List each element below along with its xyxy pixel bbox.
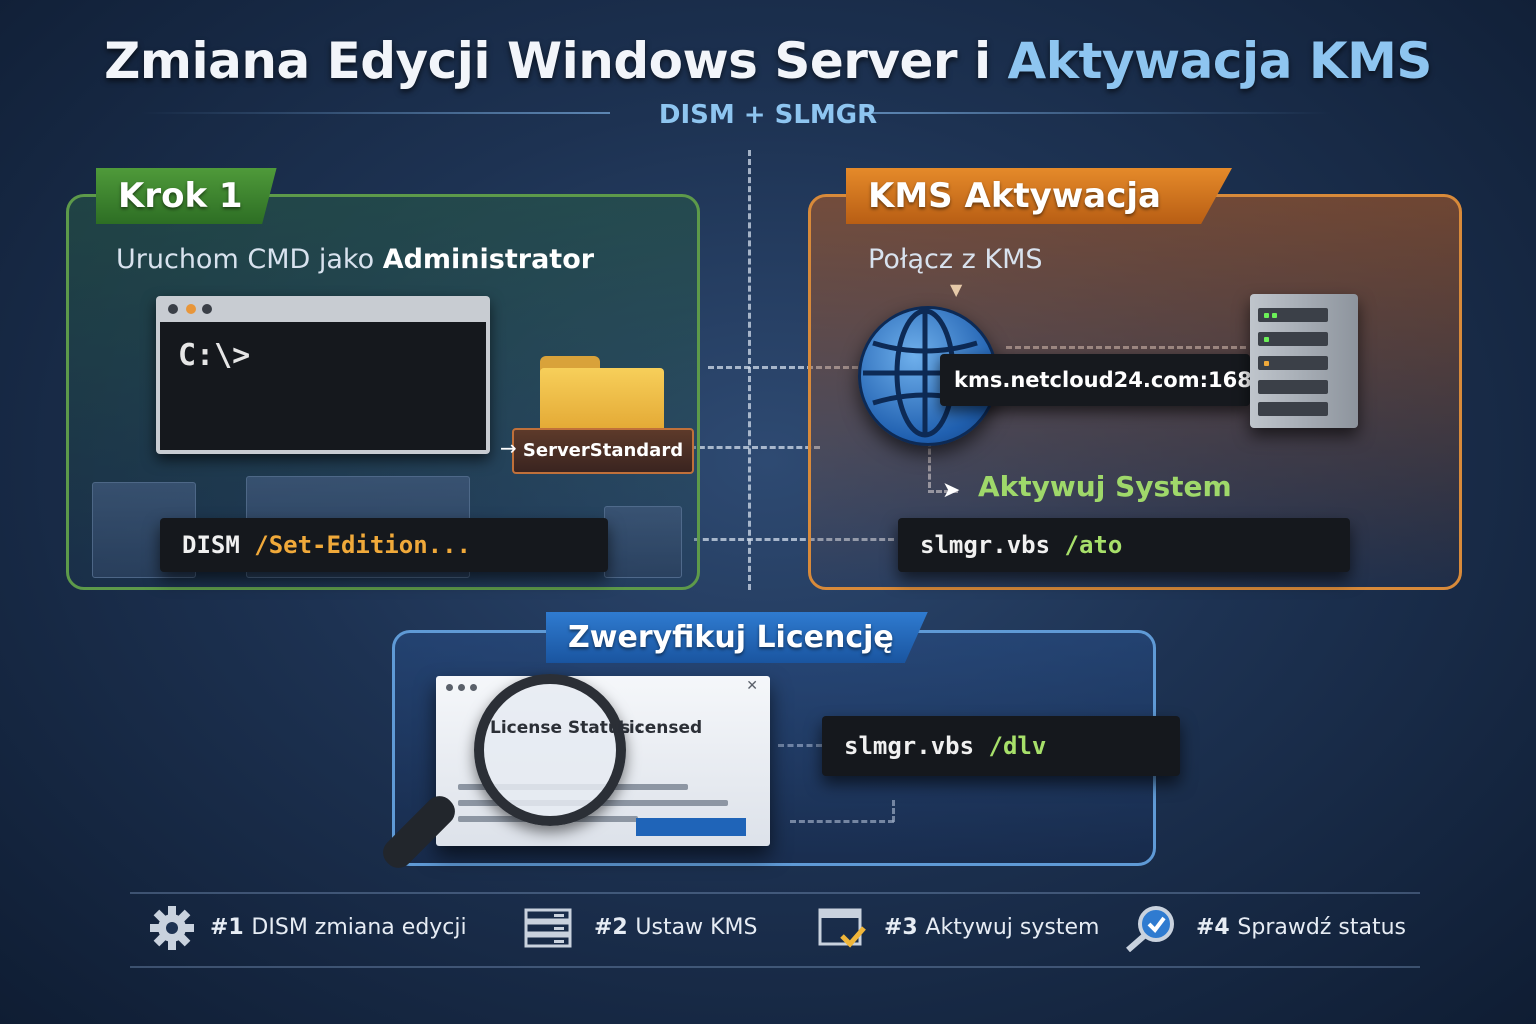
footer-step-4: #4 Sprawdź status <box>1196 906 1406 950</box>
window-dot <box>458 684 465 691</box>
footer-step-1: #1 DISM zmiana edycji <box>210 906 467 950</box>
page-subtitle: DISM + SLMGR <box>658 100 878 130</box>
window-check-icon <box>818 904 866 952</box>
edition-label: ServerStandard <box>512 428 694 474</box>
window-dot <box>446 684 453 691</box>
kms-host-address: kms.netcloud24.com:1688 <box>940 354 1266 406</box>
arrow-right-icon: → <box>500 436 517 460</box>
dialog-button <box>636 818 746 836</box>
kms-tag: KMS Aktywacja <box>846 168 1232 224</box>
slmgr-ato-arg: /ato <box>1064 531 1123 559</box>
title-main: Zmiana Edycji Windows Server i <box>104 32 1008 90</box>
window-dot <box>168 304 178 314</box>
slmgr-dlv-base: slmgr.vbs <box>844 732 989 760</box>
server-rack-decor <box>604 506 682 578</box>
footer-step-3-num: #3 <box>884 915 918 940</box>
kms-connect-label: Połącz z KMS <box>868 244 1043 275</box>
title-accent: Aktywacja KMS <box>1007 32 1433 90</box>
cmd-screen: C:\> <box>160 322 486 450</box>
server-icon <box>524 904 572 952</box>
license-status-value: Licensed <box>618 718 703 738</box>
subtitle-rule-left <box>140 112 610 114</box>
activate-label: Aktywuj System <box>978 470 1232 503</box>
footer-step-1-text: DISM zmiana edycji <box>251 915 467 940</box>
connector-line <box>694 538 894 541</box>
cmd-titlebar <box>156 296 490 320</box>
step1-tag: Krok 1 <box>96 168 277 224</box>
close-icon: ✕ <box>746 678 758 694</box>
arrow-down-icon: ▼ <box>950 280 963 299</box>
dism-command: DISM /Set-Edition... <box>160 518 608 572</box>
verify-tag: Zweryfikuj Licencję <box>546 612 928 663</box>
footer-step-2-text: Ustaw KMS <box>635 915 758 940</box>
folder-icon <box>540 356 664 432</box>
center-divider <box>748 150 751 590</box>
page-title: Zmiana Edycji Windows Server i Aktywacja… <box>0 32 1536 90</box>
footer-step-3: #3 Aktywuj system <box>884 906 1099 950</box>
license-status-label: License Status : <box>490 718 643 738</box>
footer-step-4-num: #4 <box>1196 915 1230 940</box>
window-dot <box>186 304 196 314</box>
window-dot <box>470 684 477 691</box>
step1-instruction-text: Uruchom CMD jako <box>116 244 383 275</box>
footer-steps <box>130 892 1420 968</box>
server-icon <box>1250 294 1358 428</box>
magnifier-icon <box>474 674 626 826</box>
cmd-prompt: C:\> <box>178 338 251 373</box>
cmd-window: C:\> <box>156 296 490 454</box>
footer-step-3-text: Aktywuj system <box>925 915 1100 940</box>
footer-step-2-num: #2 <box>594 915 628 940</box>
slmgr-ato-command: slmgr.vbs /ato <box>898 518 1350 572</box>
connector-line <box>708 366 858 369</box>
gear-icon <box>148 904 196 952</box>
magnifier-check-icon <box>1124 904 1174 953</box>
step1-instruction: Uruchom CMD jako Administrator <box>116 244 594 275</box>
dism-command-base: DISM <box>182 531 255 559</box>
step1-instruction-bold: Administrator <box>382 244 595 275</box>
slmgr-ato-base: slmgr.vbs <box>920 531 1065 559</box>
slmgr-dlv-arg: /dlv <box>988 732 1047 760</box>
slmgr-dlv-command: slmgr.vbs /dlv <box>822 716 1180 776</box>
footer-step-4-text: Sprawdź status <box>1237 915 1406 940</box>
footer-step-1-num: #1 <box>210 915 244 940</box>
subtitle-rule-right <box>862 112 1332 114</box>
dism-command-arg: /Set-Edition... <box>254 531 471 559</box>
window-dot <box>202 304 212 314</box>
footer-step-2: #2 Ustaw KMS <box>594 906 757 950</box>
connector-line <box>690 446 820 449</box>
arrow-right-icon: ➤ <box>942 478 961 503</box>
